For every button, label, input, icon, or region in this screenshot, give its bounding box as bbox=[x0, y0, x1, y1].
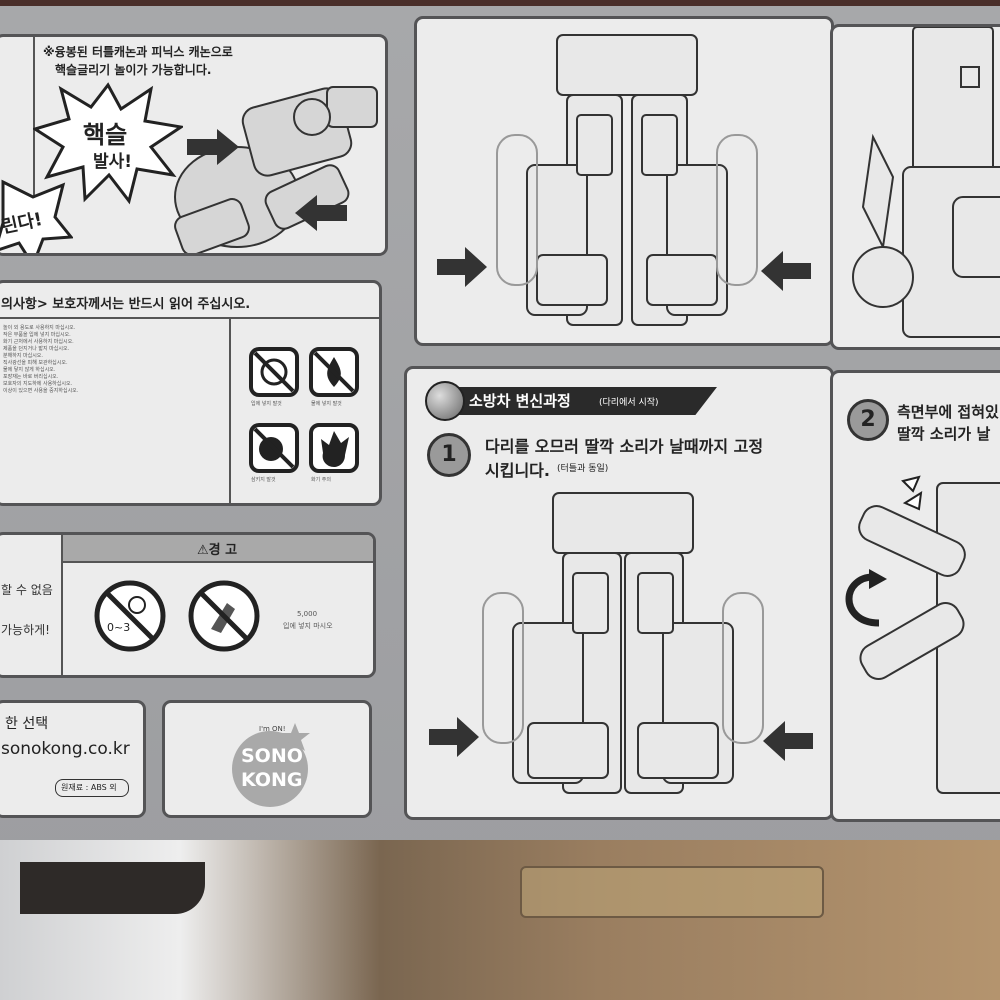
caution-line: 분해하지 마십시오. bbox=[3, 353, 43, 359]
step1-text-2: 시킵니다. bbox=[485, 461, 550, 480]
no-small-parts-icon bbox=[188, 580, 260, 652]
icon-label: 화기 주의 bbox=[311, 477, 331, 483]
arrow-right-icon bbox=[437, 247, 487, 287]
panel-brand-info: 한 선택 sonokong.co.kr 원재료 : ABS 외 bbox=[0, 700, 146, 818]
panel-robot-top bbox=[414, 16, 834, 346]
caution-line: 놀이 외 용도로 사용하지 마십시오. bbox=[3, 325, 76, 331]
left-burst bbox=[0, 179, 73, 253]
warning-left-line: 할 수 없음 bbox=[1, 583, 53, 597]
warning-divider bbox=[61, 535, 63, 675]
brand-material: 원재료 : ABS 외 bbox=[61, 783, 117, 792]
plastic-container bbox=[520, 866, 824, 918]
transform-header: 소방차 변신과정 bbox=[469, 392, 571, 410]
no-water-icon bbox=[309, 347, 359, 397]
step1-text-1: 다리를 오므러 딸깍 소리가 날때까지 고정 bbox=[485, 437, 764, 456]
age-restriction-icon bbox=[94, 580, 166, 652]
brand-line1: 한 선택 bbox=[5, 716, 49, 732]
panel-transform-steps: 소방차 변신과정 (다리에서 시작) 1 다리를 오므러 딸깍 소리가 날때까지… bbox=[404, 366, 834, 820]
header-circle-icon bbox=[425, 381, 465, 421]
panel-caution: 의사항> 보호자께서는 반드시 읽어 주십시오. 놀이 외 용도로 사용하지 마… bbox=[0, 280, 382, 506]
robot-arm-illustration bbox=[858, 482, 1000, 794]
caution-line: 제품을 던지거나 밟지 마십시오. bbox=[3, 346, 70, 352]
logo-word-1: SONO bbox=[241, 745, 303, 767]
panel-combo-cannon: ※융봉된 터틀캐논과 피닉스 캐논으로 핵슬글리기 놀이가 가능합니다. 핵슬 … bbox=[0, 34, 388, 256]
robot-legs-illustration bbox=[496, 34, 758, 326]
warning-left-line: 가능하게! bbox=[1, 623, 50, 637]
logo-word-2: KONG bbox=[241, 769, 303, 791]
burst-text-2: 발사! bbox=[93, 152, 133, 172]
caution-icon-divider bbox=[229, 319, 231, 503]
warning-side-text-2: 입에 넣지 마시오 bbox=[283, 622, 333, 630]
arrow-left-icon bbox=[763, 721, 813, 761]
explosion-burst bbox=[33, 82, 183, 205]
brand-site: sonokong.co.kr bbox=[1, 739, 130, 759]
caution-line: 보호자의 지도하에 사용하십시오. bbox=[3, 381, 73, 387]
transform-header-bar bbox=[447, 387, 717, 415]
caution-title-rule bbox=[0, 317, 379, 319]
step-badge: 2 bbox=[847, 399, 889, 441]
step-badge: 1 bbox=[427, 433, 471, 477]
transform-header-sub: (다리에서 시작) bbox=[599, 398, 659, 408]
icon-label: 입에 넣지 말것 bbox=[251, 401, 282, 407]
caution-line: 포장재는 바로 버리십시오. bbox=[3, 374, 59, 380]
panel-step2: 2 측면부에 접혀있 딸깍 소리가 날 bbox=[830, 370, 1000, 822]
no-swallow-icon bbox=[249, 423, 299, 473]
caution-line: 작은 부품을 입에 넣지 마십시오. bbox=[3, 332, 71, 338]
panel-logo: I'm ON! SONO KONG bbox=[162, 700, 372, 818]
icon-label: 삼키지 말것 bbox=[251, 477, 276, 483]
caution-line: 이상이 있으면 사용을 중지하십시오. bbox=[3, 388, 79, 394]
caution-title: 의사항> 보호자께서는 반드시 읽어 주십시오. bbox=[1, 297, 251, 312]
step2-number: 2 bbox=[860, 407, 876, 432]
step2-text-2: 딸깍 소리가 날 bbox=[897, 425, 991, 443]
background-top-strip bbox=[0, 0, 1000, 10]
robot-legs-closed-illustration bbox=[482, 492, 764, 794]
step1-note: (터틀과 동일) bbox=[557, 464, 609, 474]
warning-header-bar bbox=[63, 535, 373, 563]
burst-text-1: 핵슬 bbox=[83, 121, 128, 149]
dark-object bbox=[20, 862, 205, 914]
warning-title: ⚠경 고 bbox=[197, 543, 238, 558]
caution-line: 화기 근처에서 사용하지 마십시오. bbox=[3, 339, 74, 345]
logo-top-text: I'm ON! bbox=[259, 725, 286, 733]
icon-label: 물에 넣지 말것 bbox=[311, 401, 342, 407]
age-label: 0~3 bbox=[107, 621, 131, 634]
panel-top-right bbox=[830, 24, 1000, 350]
arrow-left-icon bbox=[761, 251, 811, 291]
rotate-arrow-icon bbox=[845, 569, 887, 627]
warning-side-text: 5,000 bbox=[297, 610, 318, 618]
robot-body-illustration bbox=[852, 27, 1000, 338]
caution-body: 놀이 외 용도로 사용하지 마십시오. 작은 부품을 입에 넣지 마십시오. 화… bbox=[3, 325, 223, 395]
panel-warning: ⚠경 고 할 수 없음 가능하게! 0~3 5,000 입에 넣지 마시오 bbox=[0, 532, 376, 678]
panel-divider bbox=[33, 37, 35, 253]
material-box bbox=[55, 779, 129, 797]
step1-number: 1 bbox=[441, 442, 457, 467]
caution-line: 직사광선을 피해 보관하십시오. bbox=[3, 360, 68, 366]
arrow-right-icon bbox=[429, 717, 479, 757]
combo-note: ※융봉된 터틀캐논과 피닉스 캐논으로 bbox=[43, 45, 233, 59]
sonokong-logo-icon bbox=[232, 723, 310, 807]
click-sound-icon bbox=[901, 475, 923, 511]
fire-warning-icon bbox=[309, 423, 359, 473]
robot-cannon-illustration bbox=[174, 86, 378, 253]
caution-line: 물에 닿지 않게 하십시오. bbox=[3, 367, 56, 373]
step2-text-1: 측면부에 접혀있 bbox=[897, 403, 999, 421]
combo-note-2: 핵슬글리기 놀이가 가능합니다. bbox=[55, 63, 212, 77]
no-mouth-icon bbox=[249, 347, 299, 397]
